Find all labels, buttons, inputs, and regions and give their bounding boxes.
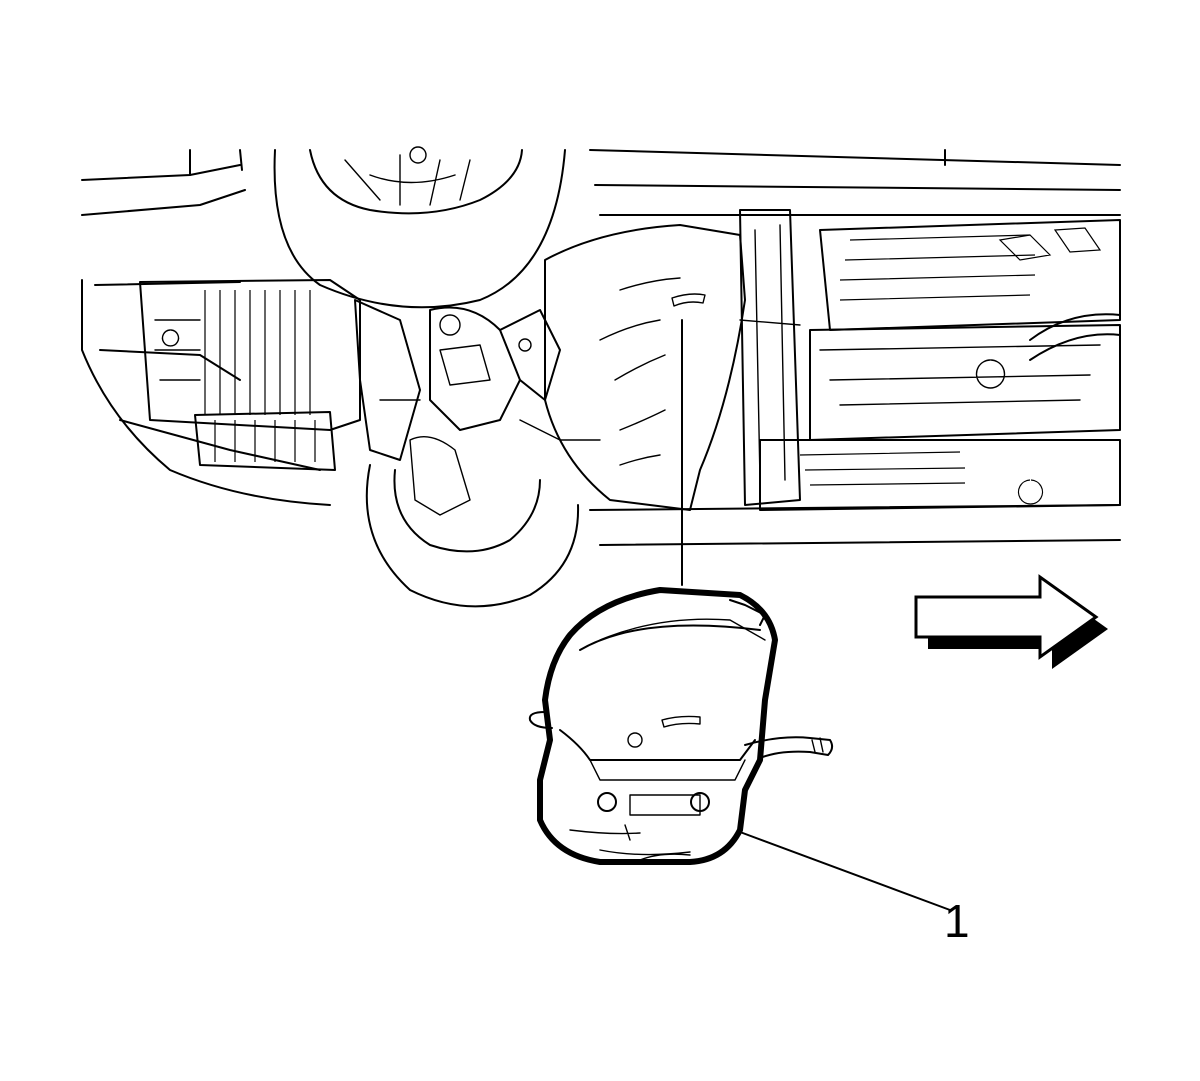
callout-leader-line xyxy=(739,831,951,911)
floor-insulator-part xyxy=(528,587,834,865)
arrow-right-icon xyxy=(914,574,1108,669)
callout-number-label: 1 xyxy=(944,895,970,947)
vehicle-underbody xyxy=(81,146,1121,608)
